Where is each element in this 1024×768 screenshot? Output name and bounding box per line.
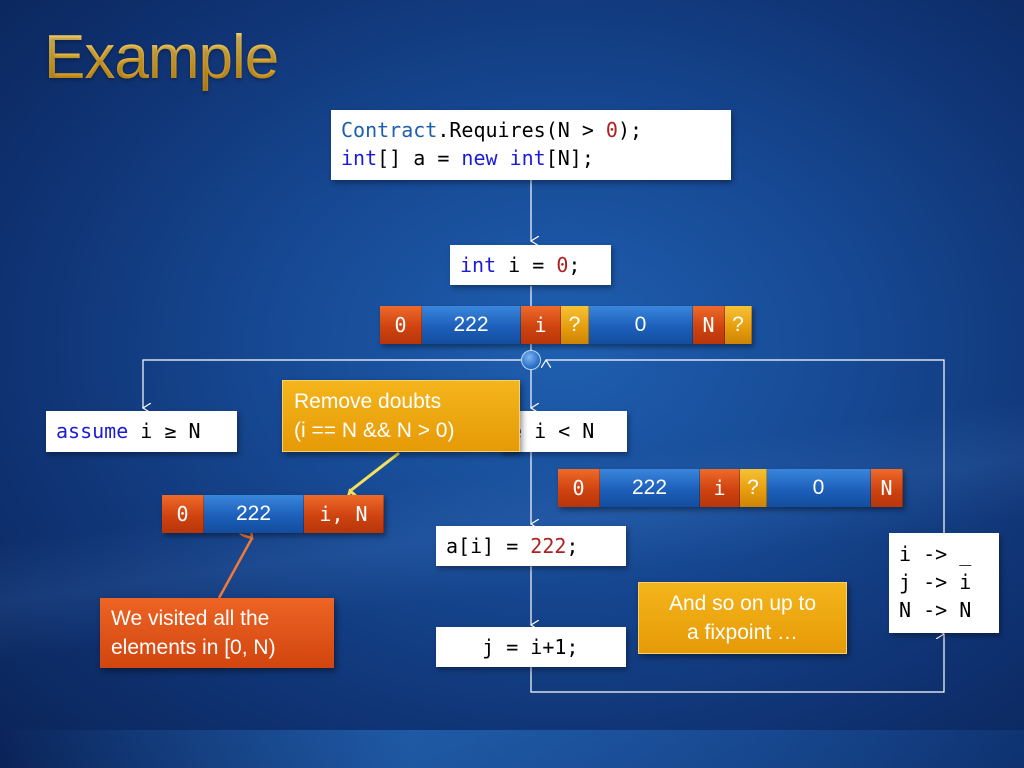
code-token: int [509, 146, 546, 170]
note-line: a fixpoint … [687, 621, 798, 644]
increment-code-box: j = i+1; [436, 627, 626, 667]
note-line: elements in [0, N) [111, 636, 276, 659]
renaming-line: j -> i [899, 570, 972, 594]
code-token: Contract [341, 118, 438, 142]
yellow-arrow [350, 451, 400, 491]
array-cell: 222 [600, 469, 700, 507]
init-code-box: int i = 0; [450, 245, 611, 285]
code-token: int [341, 146, 378, 170]
note-line: Remove doubts [294, 390, 442, 413]
edge-increment-to-renaming [530, 634, 944, 693]
code-token: .Requires(N > [437, 118, 606, 142]
array-cell: i [700, 469, 740, 507]
code-token: 222 [530, 534, 567, 558]
code-token: a[i] = [446, 534, 531, 558]
note-line: (i == N && N > 0) [294, 419, 455, 442]
code-token: i ≥ N [128, 419, 201, 443]
code-token: 0 [605, 118, 618, 142]
array-cell: 0 [767, 469, 871, 507]
slide-title: Example [44, 23, 279, 92]
code-token: i < N [522, 419, 595, 443]
loop-head-node [521, 350, 541, 370]
renaming-line: N -> N [899, 598, 972, 622]
remove-doubts-note: Remove doubts (i == N && N > 0) [282, 380, 520, 452]
edge-back-to-node [546, 360, 945, 533]
assume-exit-code-box: assume i ≥ N [46, 411, 237, 452]
array-cell: N [693, 306, 725, 344]
code-token: ; [566, 534, 579, 558]
note-line: We visited all the [111, 607, 270, 630]
array-cell: 0 [162, 495, 204, 533]
array-cell: 0 [589, 306, 693, 344]
code-token [498, 146, 510, 170]
code-token: ); [617, 118, 643, 142]
array-cell: i [521, 306, 561, 344]
orange-arrow [217, 538, 252, 599]
renaming-line: i -> _ [899, 542, 972, 566]
array-state-exit: 0 222 i, N [162, 495, 384, 533]
array-cell: 0 [558, 469, 600, 507]
renaming-code-box: i -> _j -> i N -> N [889, 533, 999, 633]
visited-elements-note: We visited all the elements in [0, N) [100, 598, 334, 668]
array-cell: 222 [422, 306, 521, 344]
array-cell: 222 [204, 495, 304, 533]
code-token: j = i+1; [446, 635, 579, 659]
array-state-top: 0 222 i ? 0 N ? [380, 306, 752, 344]
code-token: [N]; [545, 146, 594, 170]
array-cell: i, N [304, 495, 384, 533]
code-token: new [461, 146, 498, 170]
code-token: [] a = [377, 146, 462, 170]
code-token: i = [496, 253, 557, 277]
assign-code-box: a[i] = 222; [436, 526, 626, 566]
edge-node-to-assume-ge [143, 359, 531, 408]
code-token: int [460, 253, 497, 277]
code-token: assume [56, 419, 129, 443]
code-token: 0 [556, 253, 569, 277]
array-state-loop: 0 222 i ? 0 N [558, 469, 903, 507]
array-cell: 0 [380, 306, 422, 344]
fixpoint-note: And so on up to a fixpoint … [638, 582, 847, 654]
array-cell: N [871, 469, 903, 507]
assume-loop-code-box: e i < N [500, 411, 627, 452]
array-cell: ? [561, 306, 589, 344]
array-cell: ? [740, 469, 767, 507]
precondition-code-box: Contract.Requires(N > 0); int[] a = new … [331, 110, 731, 180]
code-token: ; [568, 253, 581, 277]
array-cell: ? [725, 306, 752, 344]
note-line: And so on up to [668, 592, 817, 615]
